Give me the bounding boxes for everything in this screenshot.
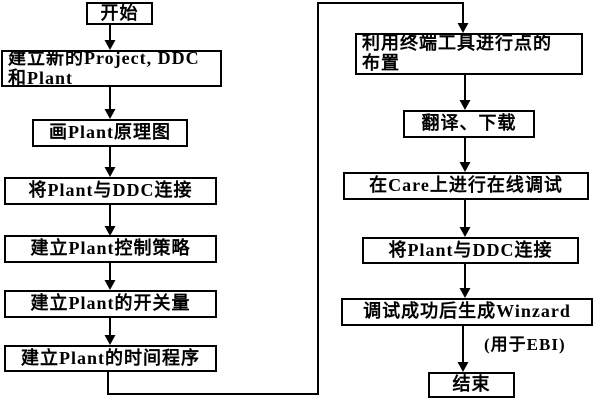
flow-node-draw-plant: 画Plant原理图	[32, 119, 188, 147]
flow-node-end: 结束	[428, 372, 515, 398]
arrow-connect2-to-generate-winzard	[459, 264, 471, 298]
arrow-generate-winzard-to-end	[457, 326, 469, 372]
arrow-switch-quantity-to-time-program	[104, 318, 116, 345]
flow-node-control-strategy: 建立Plant控制策略	[4, 235, 217, 263]
flow-node-switch-quantity: 建立Plant的开关量	[4, 290, 217, 318]
arrow-draw-plant-to-connect1	[104, 146, 116, 177]
flow-node-start: 开始	[86, 2, 153, 25]
connector-time-program-to-terminal-tool	[107, 2, 469, 395]
flow-node-online-debug: 在Care上进行在线调试	[343, 172, 589, 200]
arrow-online-debug-to-connect2	[459, 200, 471, 237]
arrow-control-strategy-to-switch-quantity	[104, 263, 116, 290]
flow-node-translate-download: 翻译、下载	[403, 110, 535, 138]
arrow-create-project-to-draw-plant	[104, 87, 116, 119]
arrow-connect1-to-control-strategy	[104, 205, 116, 236]
flow-node-terminal-tool: 利用终端工具进行点的 布置	[355, 33, 583, 75]
flow-node-create-project: 建立新的Project, DDC 和Plant	[1, 50, 222, 87]
arrow-start-to-create-project	[104, 24, 116, 50]
arrow-translate-to-online-debug	[459, 138, 471, 172]
arrow-terminal-tool-to-translate	[459, 75, 471, 110]
flow-node-connect-plant-ddc-1: 将Plant与DDC连接	[4, 177, 217, 205]
flow-node-time-program: 建立Plant的时间程序	[4, 345, 217, 372]
annotation-for-ebi: (用于EBI)	[484, 335, 566, 354]
flow-node-generate-winzard: 调试成功后生成Winzard	[341, 298, 593, 326]
flow-node-connect-plant-ddc-2: 将Plant与DDC连接	[362, 237, 579, 264]
